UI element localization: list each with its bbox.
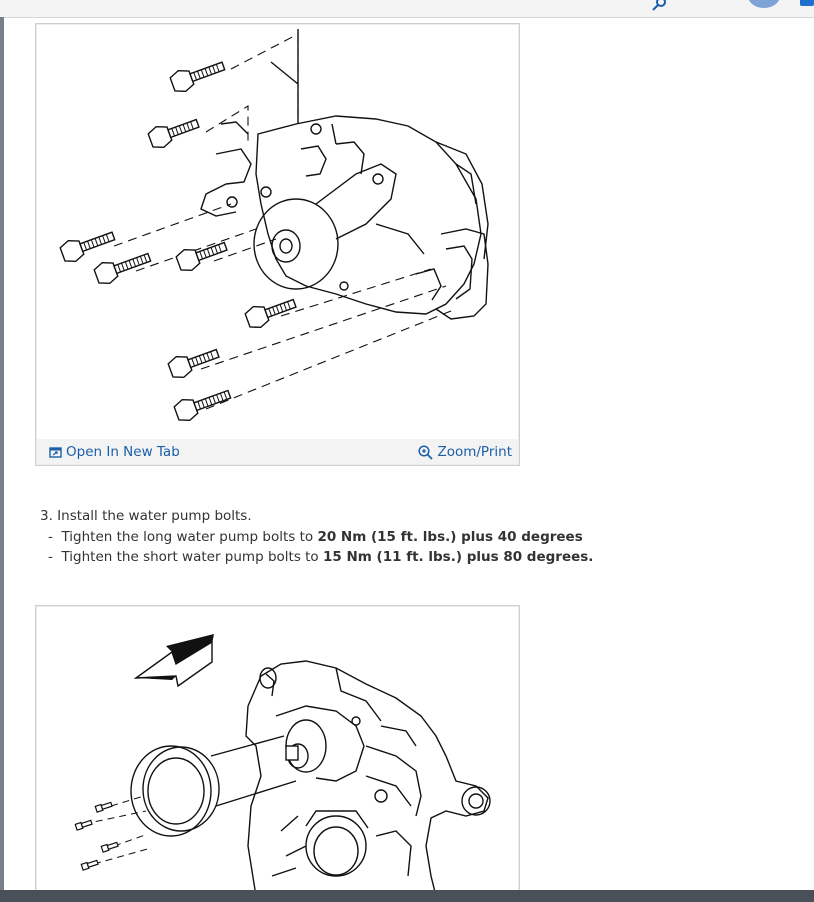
menu-icon[interactable] [800,0,814,6]
search-icon[interactable] [652,0,666,11]
bullet-text: Tighten the short water pump bolts to [61,549,323,565]
pulley-figure [35,605,520,897]
bullet-dash: - [48,528,53,545]
torque-spec: 15 Nm (11 ft. lbs.) plus 80 degrees. [323,549,594,565]
water-pump-bolts-diagram [59,29,489,422]
open-in-new-tab-label: Open In New Tab [66,444,180,460]
zoom-in-icon [418,444,434,460]
bullet-dash: - [48,549,53,565]
left-window-edge [0,17,4,895]
open-in-new-tab-link[interactable]: Open In New Tab [49,444,180,460]
step-heading: 3. Install the water pump bolts. [40,508,252,524]
zoom-print-label: Zoom/Print [437,444,512,460]
zoom-print-link[interactable]: Zoom/Print [418,444,512,460]
instruction-step: 3. Install the water pump bolts. - Tight… [40,506,600,568]
bullet-long-bolts: - Tighten the long water pump bolts to 2… [40,527,600,548]
bullet-short-bolts: - Tighten the short water pump bolts to … [40,547,600,568]
torque-spec: 20 Nm (15 ft. lbs.) plus 40 degrees [317,528,583,545]
direction-arrow-icon [133,634,214,688]
bullet-text: Tighten the long water pump bolts to [61,528,318,545]
open-new-tab-icon [49,446,62,458]
bottom-window-edge [0,890,814,902]
pulley-diagram [74,634,491,896]
figure-footer: Open In New Tab Zoom/Print [37,439,518,464]
water-pump-bolts-figure: Open In New Tab Zoom/Print [35,23,520,466]
browser-top-bar [0,0,814,18]
avatar[interactable] [748,0,780,8]
